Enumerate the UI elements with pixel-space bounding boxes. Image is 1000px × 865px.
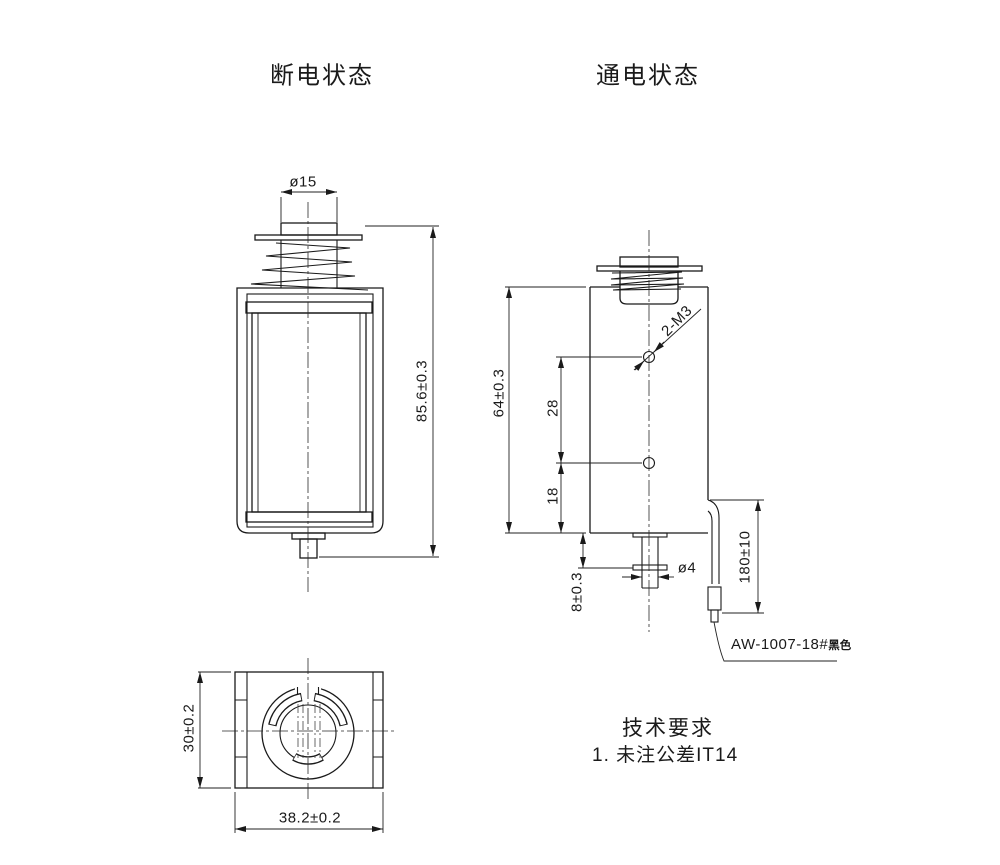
dim-base-width: 30±0.2 [180, 703, 198, 753]
lead-wire [707, 499, 720, 584]
dim-lead-length: 180±10 [736, 530, 754, 584]
dim-hole-offset: 18 [544, 487, 562, 505]
coil-bottom-flange [245, 511, 373, 523]
bracket-inner [246, 293, 374, 528]
plunger-washer-right [596, 265, 703, 272]
spring-extended [250, 242, 369, 291]
pin-flange [632, 532, 668, 538]
lead-wire-color: 黑色 [828, 640, 852, 652]
pin-washer [632, 564, 668, 571]
wire-tip [710, 609, 719, 623]
bracket-outer [236, 287, 384, 534]
body-outline [589, 286, 709, 534]
left-view-title: 断电状态 [270, 62, 374, 90]
right-view-title: 通电状态 [596, 62, 700, 90]
coil-body [251, 312, 367, 513]
base-outline [234, 671, 384, 789]
bottom-pin [299, 538, 318, 559]
spring-compressed [610, 271, 685, 291]
coil-top-flange [245, 301, 373, 314]
dim-plunger-dia: ø15 [289, 173, 317, 191]
tech-notes-heading: 技术要求 [622, 717, 714, 740]
plunger-washer [254, 234, 363, 241]
dim-boss-height: 8±0.3 [568, 572, 586, 612]
left-view-dimensions [280, 189, 439, 558]
right-view-energized [589, 230, 722, 632]
right-view-dimensions [505, 286, 837, 662]
dim-base-depth: 38.2±0.2 [278, 809, 342, 827]
lead-wire-label: AW-1007-18#黑色 [731, 636, 851, 654]
dim-overall-height: 85.6±0.3 [413, 359, 431, 423]
tech-notes-item-1: 1. 未注公差IT14 [592, 745, 739, 766]
dim-body-height: 64±0.3 [490, 368, 508, 418]
bottom-view [222, 658, 396, 802]
dim-pin-dia: ø4 [677, 559, 697, 577]
bottom-view-dimensions [197, 671, 384, 833]
guide-tube [619, 271, 679, 305]
boss-flange [291, 532, 326, 540]
wire-connector [707, 586, 722, 611]
plunger-cap [280, 222, 338, 236]
dim-hole-spacing: 28 [544, 399, 562, 417]
lead-wire-spec: AW-1007-18# [731, 636, 829, 653]
left-view-deenergized [236, 202, 384, 592]
center-lines-bottom [222, 658, 396, 802]
